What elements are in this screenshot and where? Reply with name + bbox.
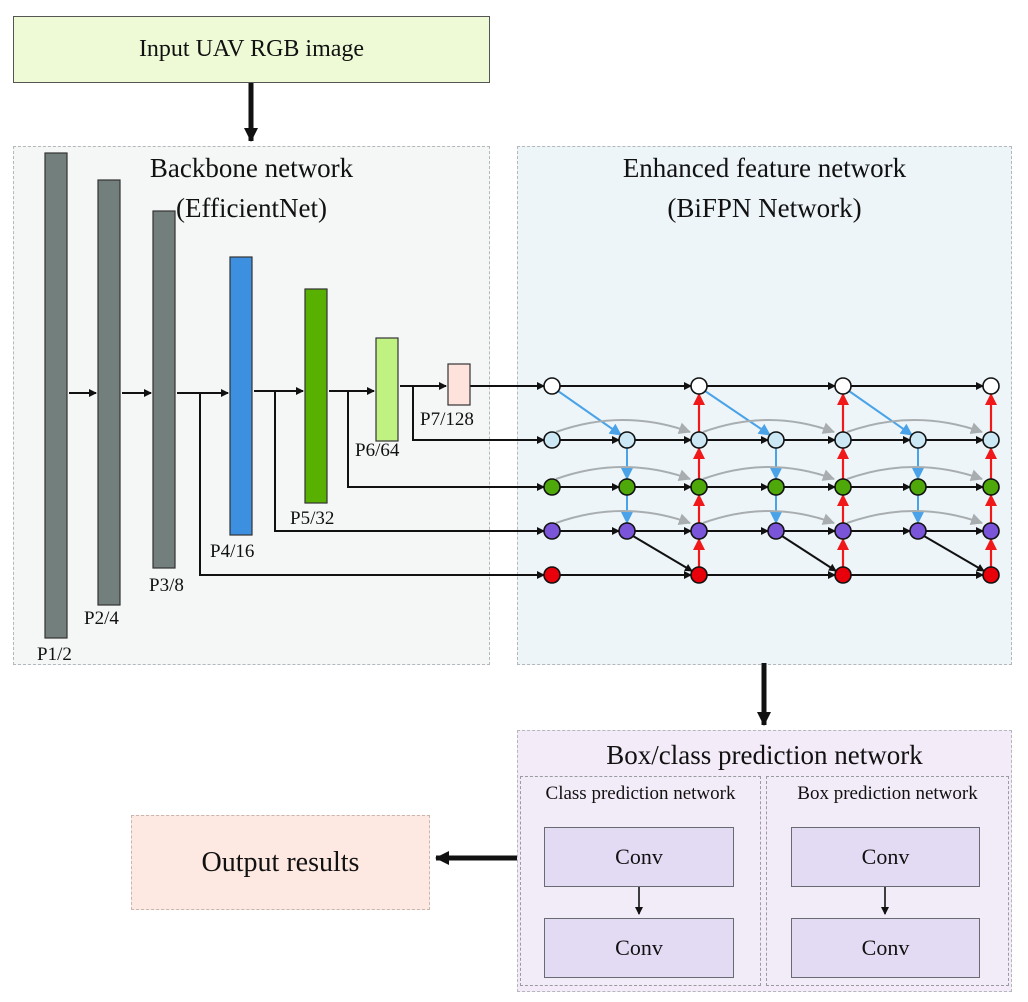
bifpn-node-r4-c0 [543,566,561,584]
level-label-p7: P7/128 [420,409,474,430]
box-prediction-title: Box prediction network [797,783,978,804]
bifpn-node-r1-c2 [690,431,708,449]
level-label-p1: P1/2 [37,644,72,665]
box-conv-2: Conv [791,918,980,978]
bifpn-node-r0-c4 [834,377,852,395]
topdown-edge-b0-3 [632,535,693,572]
bifpn-node-r4-c2 [690,566,708,584]
skip-edge-b2-r1 [846,419,983,434]
skip-edge-b2-r3 [846,510,983,525]
bifpn-node-r3-c5 [909,522,927,540]
bifpn-node-r1-c6 [982,431,1000,449]
topdown-edge-b2-0 [848,390,913,436]
class-conv-2: Conv [544,918,734,978]
bifpn-node-r2-c1 [618,478,636,496]
skip-edge-b0-r2 [555,466,691,481]
bifpn-node-r1-c3 [767,431,785,449]
topdown-edge-b1-0 [704,390,771,436]
bifpn-subtitle: (BiFPN Network) [667,193,862,223]
bifpn-node-r1-c5 [909,431,927,449]
bifpn-node-r1-c1 [618,431,636,449]
prediction-title: Box/class prediction network [606,740,923,770]
level-label-p5: P5/32 [290,508,335,529]
bifpn-node-r2-c4 [834,478,852,496]
bifpn-node-r4-c6 [982,566,1000,584]
output-results-label: Output results [201,846,360,878]
input-image-box: Input UAV RGB image [13,16,490,83]
bifpn-node-r2-c6 [982,478,1000,496]
level-label-p4: P4/16 [210,541,255,562]
class-conv-1: Conv [544,827,734,887]
skip-edge-b1-r3 [702,510,835,525]
p3-lateral-input [199,393,545,579]
skip-edge-b1-r2 [702,466,835,481]
box-conv-1: Conv [791,827,980,887]
level-label-p6: P6/64 [355,440,400,461]
level-label-p3: P3/8 [149,575,184,596]
bifpn-node-r1-c4 [834,431,852,449]
skip-edge-b1-r1 [702,419,835,434]
skip-edge-b0-r3 [555,510,691,525]
bifpn-node-r2-c0 [543,478,561,496]
skip-edge-b0-r1 [555,419,691,434]
bifpn-node-r2-c2 [690,478,708,496]
bifpn-node-r1-c0 [543,431,561,449]
bifpn-node-r4-c4 [834,566,852,584]
backbone-bar-p2 [97,179,121,606]
backbone-bar-p6 [375,337,399,442]
p4-lateral-input [274,391,545,535]
bifpn-node-r2-c5 [909,478,927,496]
backbone-bar-p4 [229,256,253,536]
backbone-bar-p3 [152,210,176,569]
bifpn-node-r3-c0 [543,522,561,540]
backbone-title: Backbone network [149,153,354,183]
bifpn-network-panel: Enhanced feature network (BiFPN Network) [517,146,1012,665]
topdown-edge-b0-0 [557,390,622,436]
backbone-subtitle: (EfficientNet) [176,193,327,223]
p5-lateral-input [347,391,545,491]
bifpn-node-r3-c6 [982,522,1000,540]
bifpn-node-r3-c3 [767,522,785,540]
topdown-edge-b1-3 [781,535,837,572]
input-image-label: Input UAV RGB image [138,36,365,62]
bifpn-node-r2-c3 [767,478,785,496]
backbone-bar-p1 [44,152,68,639]
level-label-p2: P2/4 [84,608,119,629]
class-prediction-title: Class prediction network [545,783,736,804]
bifpn-node-r0-c6 [982,377,1000,395]
backbone-bar-p5 [304,288,328,504]
bifpn-node-r0-c0 [543,377,561,395]
skip-edge-b2-r2 [846,466,983,481]
bifpn-node-r0-c2 [690,377,708,395]
bifpn-title: Enhanced feature network [622,153,907,183]
bifpn-node-r3-c4 [834,522,852,540]
output-results-box: Output results [131,815,430,910]
topdown-edge-b2-3 [923,535,985,572]
bifpn-node-r3-c1 [618,522,636,540]
p6-lateral-input [412,386,545,444]
backbone-bar-p7 [447,363,471,406]
bifpn-node-r3-c2 [690,522,708,540]
